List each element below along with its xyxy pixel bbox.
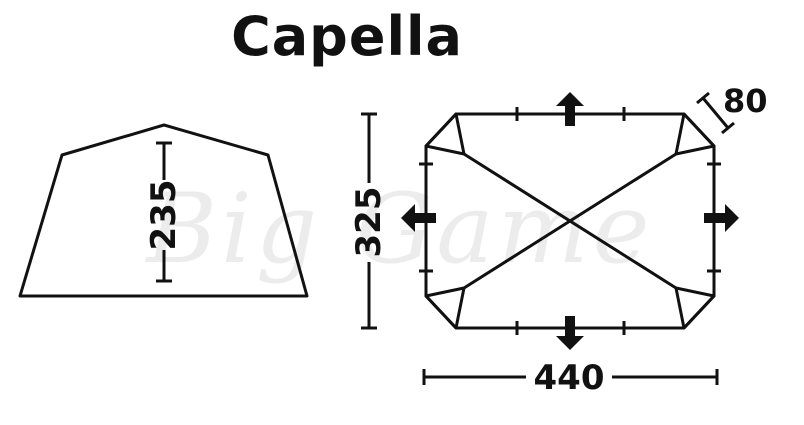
corner-patch-tl [424, 112, 466, 156]
pole-2 [463, 152, 677, 290]
watermark-logo: Big Game [145, 173, 654, 285]
top-view [424, 112, 716, 330]
corner-patch-bl [424, 286, 466, 330]
floor-depth-dimension [361, 112, 377, 330]
edge-ticks [419, 107, 721, 335]
arrow-down-icon [556, 316, 584, 350]
corner-patch-br [674, 286, 716, 330]
side-view [18, 123, 309, 298]
side-view-outline [18, 123, 309, 298]
product-title: Capella [231, 5, 463, 68]
floor-width-label: 440 [534, 358, 605, 398]
side-height-dimension [156, 141, 172, 283]
arrow-left-icon [401, 204, 436, 232]
svg-text:Big Game: Big Game [145, 173, 654, 285]
arrow-right-icon [704, 204, 739, 232]
corner-size-dimension [696, 91, 735, 135]
side-height-label: 235 [144, 180, 184, 251]
corner-patch-tr [674, 112, 716, 156]
arrow-up-icon [556, 92, 584, 126]
corner-size-label: 80 [723, 82, 768, 120]
floor-depth-label: 325 [349, 187, 389, 258]
floor-width-dimension [422, 369, 719, 385]
